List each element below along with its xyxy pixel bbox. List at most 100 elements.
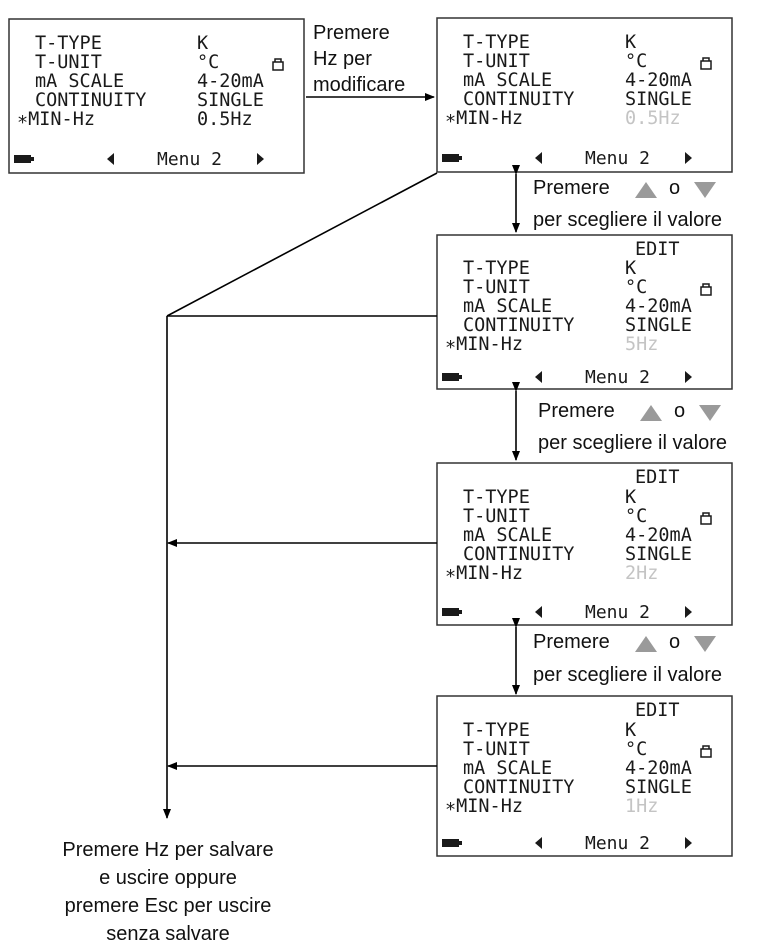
screen-frame (436, 234, 733, 390)
lcd-screen-1: T-TYPE K T-UNIT °C mA SCALE 4-20mA CONTI… (8, 18, 305, 174)
left-arrow-icon (535, 837, 542, 849)
note-hz-modify-2: Hz per (313, 48, 372, 70)
screen-row-value: SINGLE (197, 90, 264, 111)
lcd-screen-2: T-TYPE K T-UNIT °C mA SCALE 4-20mA CONTI… (436, 17, 733, 173)
screen-row-label: mA SCALE (463, 70, 552, 91)
screen-row-value-highlight: 5Hz (625, 334, 658, 355)
final-note-line-2: e uscire oppure (99, 867, 237, 889)
screen-row-value: K (625, 32, 637, 53)
screen-row-label: CONTINUITY (35, 90, 146, 111)
screen-row-value: 4-20mA (625, 525, 692, 546)
screen-row-label: CONTINUITY (463, 315, 574, 336)
screen-row-label: ∗MIN-Hz (445, 108, 523, 129)
screen-row-value: SINGLE (625, 315, 692, 336)
screen-row-value: K (197, 33, 209, 54)
menu-label: Menu 2 (585, 148, 650, 169)
lcd-screen-5: EDIT T-TYPE K T-UNIT °C mA SCALE 4-20mA … (436, 695, 733, 857)
screen-row-value-highlight: 0.5Hz (625, 108, 681, 129)
note-choose-2-or: o (674, 400, 685, 422)
screen-row-label: mA SCALE (35, 71, 124, 92)
battery-icon (442, 839, 462, 847)
left-arrow-icon (535, 371, 542, 383)
screen-row-label: mA SCALE (463, 758, 552, 779)
down-triangle-icon (694, 636, 716, 652)
screen-row-label: ∗MIN-Hz (17, 109, 95, 130)
left-arrow-icon (535, 152, 542, 164)
lock-icon (700, 283, 712, 296)
battery-icon (442, 373, 462, 381)
screen-row-value-highlight: 1Hz (625, 796, 658, 817)
right-arrow-icon (685, 606, 692, 618)
battery-icon (442, 154, 462, 162)
screen-row-value: 4-20mA (625, 758, 692, 779)
screen-row-label: CONTINUITY (463, 89, 574, 110)
screen-row-value: 4-20mA (625, 70, 692, 91)
screen-row-value: SINGLE (625, 544, 692, 565)
screen-row-value: °C (625, 739, 647, 760)
screen-row-label: T-TYPE (463, 487, 530, 508)
screen-frame (436, 17, 733, 173)
screen-row-label: mA SCALE (463, 296, 552, 317)
edit-label: EDIT (635, 467, 680, 488)
screen-row-value: SINGLE (625, 89, 692, 110)
battery-icon (14, 155, 34, 163)
screen-row-value-highlight: 2Hz (625, 563, 658, 584)
screen-row-value: °C (625, 277, 647, 298)
screen-row-label: CONTINUITY (463, 544, 574, 565)
final-note-line-1: Premere Hz per salvare (62, 839, 273, 861)
menu-label: Menu 2 (585, 833, 650, 854)
down-triangle-icon (699, 405, 721, 421)
lcd-screen-3: EDIT T-TYPE K T-UNIT °C mA SCALE 4-20mA … (436, 234, 733, 390)
note-hz-modify-1: Premere (313, 22, 390, 44)
lcd-screen-4: EDIT T-TYPE K T-UNIT °C mA SCALE 4-20mA … (436, 462, 733, 626)
up-triangle-icon (640, 405, 662, 421)
screen-row-label: T-TYPE (35, 33, 102, 54)
screen-row-value: 0.5Hz (197, 109, 253, 130)
edit-label: EDIT (635, 239, 680, 260)
screen-row-label: T-UNIT (463, 739, 530, 760)
screen-row-label: ∗MIN-Hz (445, 334, 523, 355)
up-triangle-icon (635, 182, 657, 198)
down-triangle-icon (694, 182, 716, 198)
menu-label: Menu 2 (585, 367, 650, 388)
note-choose-3-line1: Premere (533, 631, 610, 653)
note-choose-1-line1: Premere (533, 177, 610, 199)
lock-icon (700, 512, 712, 525)
left-arrow-icon (107, 153, 114, 165)
screen-row-value: 4-20mA (197, 71, 264, 92)
screen-row-label: T-UNIT (463, 277, 530, 298)
menu-label: Menu 2 (157, 149, 222, 170)
screen-row-label: mA SCALE (463, 525, 552, 546)
screen-frame (436, 695, 733, 857)
final-note-line-3: premere Esc per uscire (65, 895, 272, 917)
diagonal-connector (166, 172, 438, 317)
screen-row-value: °C (625, 506, 647, 527)
screen-row-value: K (625, 258, 637, 279)
note-choose-1-or: o (669, 177, 680, 199)
screen-row-label: T-TYPE (463, 32, 530, 53)
screen-row-label: ∗MIN-Hz (445, 563, 523, 584)
screen-row-label: CONTINUITY (463, 777, 574, 798)
menu-label: Menu 2 (585, 602, 650, 623)
note-choose-2-line2: per scegliere il valore (538, 432, 727, 454)
screen-row-value: °C (197, 52, 219, 73)
note-choose-1-line2: per scegliere il valore (533, 209, 722, 231)
edit-label: EDIT (635, 700, 680, 721)
screen-row-label: ∗MIN-Hz (445, 796, 523, 817)
right-arrow-icon (685, 371, 692, 383)
lock-icon (700, 57, 712, 70)
screen-row-label: T-UNIT (463, 506, 530, 527)
final-note-line-4: senza salvare (106, 923, 229, 945)
screen-row-value: SINGLE (625, 777, 692, 798)
left-arrow-icon (535, 606, 542, 618)
right-arrow-icon (257, 153, 264, 165)
note-hz-modify-3: modificare (313, 74, 405, 96)
note-choose-3-or: o (669, 631, 680, 653)
screen-row-value: K (625, 487, 637, 508)
note-choose-2-line1: Premere (538, 400, 615, 422)
screen-row-label: T-TYPE (463, 720, 530, 741)
screen-row-label: T-UNIT (463, 51, 530, 72)
screen-row-value: K (625, 720, 637, 741)
screen-row-label: T-UNIT (35, 52, 102, 73)
